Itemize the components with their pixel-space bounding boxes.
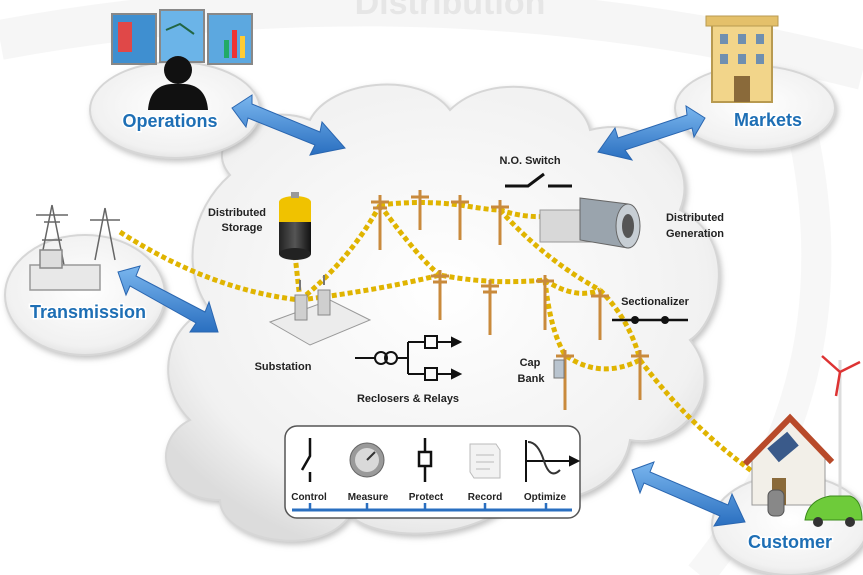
no-switch-label: N.O. Switch (499, 155, 560, 167)
charger-icon (767, 489, 785, 517)
customer-arrow (631, 461, 746, 527)
distributed-storage-label-2: Storage (222, 222, 263, 234)
distributed-generation-label-1: Distributed (666, 212, 724, 224)
protect-icon (417, 438, 433, 482)
transmission-arrow (117, 265, 219, 333)
substation-label: Substation (255, 361, 312, 373)
toolbox-panel: Control Measure Protect Record Optimize (284, 425, 581, 519)
optimize-icon (525, 440, 581, 482)
sectionalizer-icon (612, 316, 688, 324)
no-switch-icon (505, 172, 572, 188)
toolbox-label-control: Control (291, 492, 327, 503)
operations-console-icon (111, 9, 253, 110)
transmission-tower-icon (29, 204, 120, 291)
operations-arrow (231, 94, 346, 156)
reclosers-relays-label: Reclosers & Relays (357, 393, 459, 405)
transmission-cloud (4, 234, 166, 356)
measure-icon (349, 442, 385, 478)
sectionalizer-label: Sectionalizer (621, 296, 690, 308)
substation-icon (268, 275, 372, 346)
distributed-storage-label-1: Distributed (208, 207, 266, 219)
toolbox-label-measure: Measure (348, 492, 389, 503)
markets-building-icon (705, 15, 779, 103)
battery-icon (279, 192, 311, 260)
toolbox-label-record: Record (468, 492, 502, 503)
markets-arrow (597, 105, 706, 161)
customer-label: Customer (748, 532, 832, 552)
cap-bank-icon (553, 359, 565, 379)
operations-label: Operations (122, 111, 217, 131)
utility-poles (371, 190, 649, 410)
cap-bank-label-1: Cap (520, 357, 541, 369)
reclosers-relays-icon (355, 335, 463, 381)
distributed-generation-label-2: Generation (666, 228, 724, 240)
cap-bank-label-2: Bank (518, 373, 546, 385)
customer-house-icon (742, 355, 861, 506)
transmission-label: Transmission (30, 302, 146, 322)
page-title: Distribution (355, 0, 546, 22)
control-icon (300, 438, 312, 482)
electric-car-icon (804, 495, 863, 527)
toolbox-label-protect: Protect (409, 492, 444, 503)
turbine-icon (539, 197, 641, 249)
markets-label: Markets (734, 110, 802, 130)
toolbox-label-optimize: Optimize (524, 492, 567, 503)
record-icon (469, 443, 501, 479)
